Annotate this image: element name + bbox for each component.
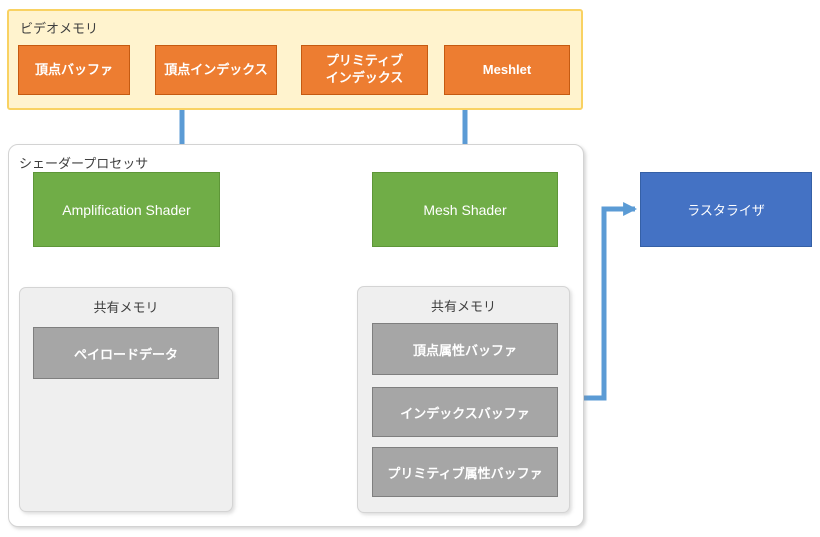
amplification-shader-node: Amplification Shader [33, 172, 220, 247]
shader-processor-label: シェーダープロセッサ [19, 156, 149, 171]
vertex-index-node: 頂点インデックス [155, 45, 277, 95]
primitive-index-node: プリミティブ インデックス [301, 45, 428, 95]
vertex-buffer-node: 頂点バッファ [18, 45, 130, 95]
rasterizer-node: ラスタライザ [640, 172, 812, 247]
payload-data-node: ペイロードデータ [33, 327, 219, 379]
meshlet-node: Meshlet [444, 45, 570, 95]
shared-memory-right-label: 共有メモリ [430, 299, 496, 314]
vertex-attribute-buffer-node: 頂点属性バッファ [372, 323, 558, 375]
shared-memory-left-panel: 共有メモリ [19, 287, 233, 512]
primitive-attribute-buffer-node: プリミティブ属性バッファ [372, 447, 558, 497]
video-memory-label: ビデオメモリ [20, 21, 99, 36]
shared-memory-left-label: 共有メモリ [93, 300, 159, 315]
index-buffer-node: インデックスバッファ [372, 387, 558, 437]
mesh-shader-node: Mesh Shader [372, 172, 558, 247]
